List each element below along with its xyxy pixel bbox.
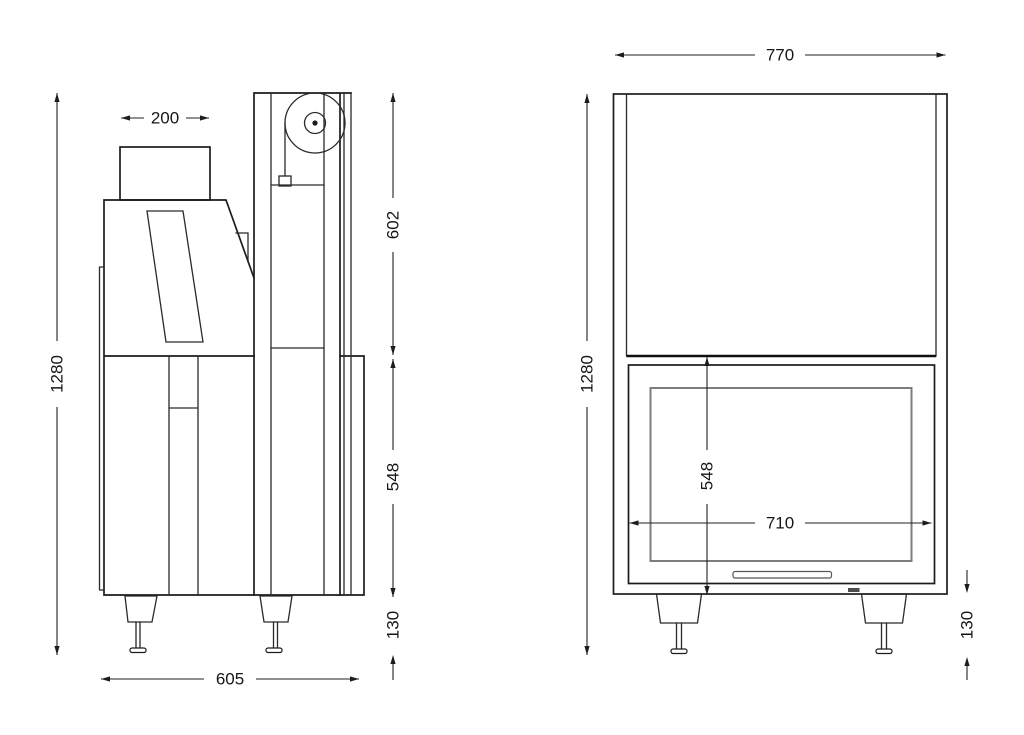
dim-total-height-side-label: 1280 bbox=[48, 355, 67, 393]
pulley-axle bbox=[312, 120, 318, 126]
arrow-up-icon bbox=[964, 657, 970, 666]
glass-panel bbox=[649, 387, 913, 562]
side-view: 200 1280 602 548 130 bbox=[48, 92, 403, 689]
dim-firebox-height-side-label: 548 bbox=[384, 463, 403, 491]
arrow-up-icon bbox=[390, 93, 396, 102]
front-view: 770 1280 548 710 130 bbox=[578, 46, 977, 680]
foot-block bbox=[124, 595, 158, 623]
arrow-left-icon bbox=[101, 676, 110, 682]
viewing-window bbox=[146, 210, 204, 343]
dim-total-height-front: 1280 bbox=[578, 94, 597, 655]
arrow-right-icon bbox=[936, 52, 946, 58]
foot-block bbox=[860, 593, 908, 624]
side-panel-step bbox=[98, 266, 105, 591]
lift-cable bbox=[278, 122, 292, 187]
foot-pad bbox=[875, 648, 893, 655]
arrow-down-icon bbox=[964, 584, 970, 593]
pulley bbox=[284, 92, 346, 154]
foot-leg bbox=[880, 622, 888, 650]
slope-step-notch bbox=[235, 232, 249, 263]
foot-pad bbox=[670, 648, 688, 655]
foot-block bbox=[655, 593, 703, 624]
dim-door-height: 548 bbox=[698, 357, 717, 595]
arrow-up-icon bbox=[54, 93, 60, 102]
arrow-up-icon bbox=[390, 655, 396, 664]
arrow-right-icon bbox=[922, 520, 932, 526]
dim-door-width-label: 710 bbox=[766, 514, 794, 533]
logo-badge bbox=[848, 588, 860, 592]
foot-block bbox=[259, 595, 293, 623]
arrow-down-icon bbox=[390, 346, 396, 355]
dim-upper-height-label: 602 bbox=[384, 211, 403, 239]
arrow-down-icon bbox=[390, 588, 396, 597]
pulley-hub bbox=[303, 111, 327, 135]
foot-pad bbox=[265, 647, 283, 654]
foot-leg bbox=[675, 622, 683, 650]
arrow-up-icon bbox=[584, 94, 590, 103]
dim-firebox-height-side: 548 bbox=[384, 359, 403, 597]
dim-depth: 605 bbox=[101, 670, 359, 689]
dim-depth-label: 605 bbox=[216, 670, 244, 689]
carriage-lines bbox=[270, 184, 325, 349]
arrow-right-icon bbox=[200, 115, 209, 121]
flue-collar bbox=[119, 146, 211, 201]
dim-door-width: 710 bbox=[629, 514, 932, 533]
lower-panel-joints bbox=[168, 355, 199, 596]
arrow-left-icon bbox=[121, 115, 130, 121]
dim-flue-width: 200 bbox=[121, 109, 209, 128]
side-view-feet bbox=[124, 595, 293, 654]
arrow-up-icon bbox=[390, 359, 396, 368]
cable-anchor bbox=[278, 175, 292, 187]
front-view-feet bbox=[655, 593, 908, 655]
body-outline bbox=[103, 199, 365, 596]
dim-feet-height-side-label: 130 bbox=[384, 611, 403, 639]
arrow-down-icon bbox=[704, 586, 710, 595]
dim-upper-height: 602 bbox=[384, 93, 403, 355]
foot-leg bbox=[135, 621, 141, 649]
door-frame bbox=[627, 364, 936, 585]
dim-feet-height-front-label: 130 bbox=[958, 611, 977, 639]
door-handle bbox=[732, 570, 833, 579]
arrow-left-icon bbox=[615, 52, 624, 58]
front-side-panel-lines bbox=[625, 93, 937, 357]
dim-feet-height-front: 130 bbox=[958, 570, 977, 680]
foot-leg bbox=[272, 621, 279, 649]
dim-door-height-label: 548 bbox=[698, 462, 717, 490]
dim-feet-height-side: 130 bbox=[384, 611, 403, 680]
arrow-down-icon bbox=[54, 646, 60, 655]
dim-width: 770 bbox=[615, 46, 946, 65]
arrow-down-icon bbox=[584, 646, 590, 655]
dim-width-label: 770 bbox=[766, 46, 794, 65]
dim-total-height-front-label: 1280 bbox=[578, 355, 597, 393]
column-outer-lines bbox=[253, 92, 352, 596]
lift-column bbox=[253, 92, 352, 596]
foot-pad bbox=[129, 647, 147, 654]
dim-flue-width-label: 200 bbox=[151, 109, 179, 128]
arrow-up-icon bbox=[704, 357, 710, 366]
column-inner-lines bbox=[270, 92, 352, 596]
arrow-right-icon bbox=[350, 676, 359, 682]
arrow-left-icon bbox=[629, 520, 639, 526]
dim-total-height-side: 1280 bbox=[48, 93, 67, 655]
